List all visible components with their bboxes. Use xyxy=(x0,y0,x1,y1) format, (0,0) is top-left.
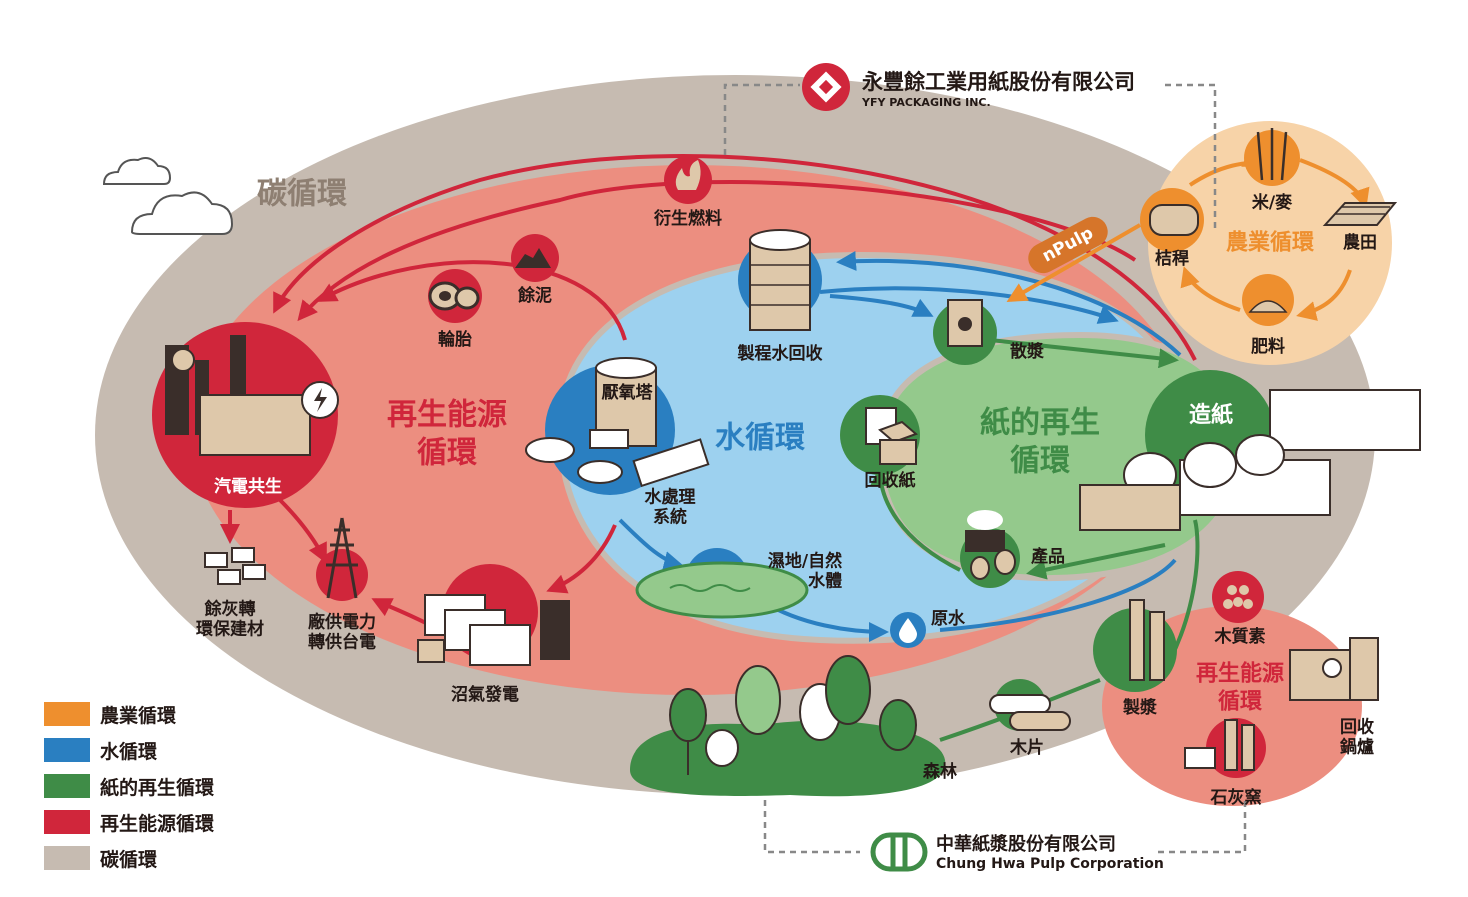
pulp-mill-label: 製漿 xyxy=(1123,698,1157,718)
legend-swatch xyxy=(44,846,90,870)
power-supply-label: 廠供電力 轉供台電 xyxy=(308,613,376,654)
legend-swatch xyxy=(44,702,90,726)
legend-swatch xyxy=(44,738,90,762)
paper-cycle-title-line1: 紙的再生 xyxy=(980,405,1100,443)
derived-fuel-label: 衍生燃料 xyxy=(654,209,722,229)
lignin-label: 木質素 xyxy=(1215,627,1266,647)
yfy-logo-icon xyxy=(802,63,850,111)
recycled-paper-label: 回收紙 xyxy=(865,471,916,491)
lignin-icon xyxy=(1212,571,1264,623)
recovery-boiler-line2: 鍋爐 xyxy=(1340,738,1374,758)
legend-label: 農業循環 xyxy=(100,701,176,728)
renewable-right-title-line2: 循環 xyxy=(1196,688,1284,716)
wetland-label-line1: 濕地/自然 xyxy=(768,552,842,572)
lime-kiln-label: 石灰窯 xyxy=(1211,788,1262,808)
process-water-label: 製程水回收 xyxy=(738,344,823,364)
papermaking-label: 造紙 xyxy=(1189,403,1233,429)
legend-label: 再生能源循環 xyxy=(100,809,214,836)
carbon-cycle-title: 碳循環 xyxy=(257,175,347,213)
fertilizer-label: 肥料 xyxy=(1251,337,1285,357)
legend-label: 紙的再生循環 xyxy=(100,773,214,800)
straw-label: 桔稈 xyxy=(1155,249,1189,269)
raw-water-label: 原水 xyxy=(931,609,965,629)
yfy-name-zh: 永豐餘工業用紙股份有限公司 xyxy=(862,66,1135,96)
chung-hwa-name-zh: 中華紙漿股份有限公司 xyxy=(936,830,1164,856)
wood-chips-label: 木片 xyxy=(1010,738,1044,758)
recycled-paper-icon xyxy=(840,395,920,475)
tire-label: 輪胎 xyxy=(438,330,472,350)
agriculture-cycle-title: 農業循環 xyxy=(1226,229,1314,257)
water-treatment-label: 水處理 系統 xyxy=(645,488,696,529)
legend-swatch xyxy=(44,774,90,798)
water-tank-icon xyxy=(738,230,822,330)
ash-label: 餘灰轉 環保建材 xyxy=(196,600,264,641)
product-label: 產品 xyxy=(1031,547,1065,567)
yfy-name-en: YFY PACKAGING INC. xyxy=(862,96,1135,109)
chung-hwa-brand: 中華紙漿股份有限公司 Chung Hwa Pulp Corporation xyxy=(936,830,1164,872)
recovery-boiler-line1: 回收 xyxy=(1340,718,1374,738)
sludge-icon xyxy=(511,234,559,282)
legend-item: 再生能源循環 xyxy=(44,804,214,840)
paper-cycle-title: 紙的再生 循環 xyxy=(980,405,1100,480)
water-treatment-line2: 系統 xyxy=(645,508,696,528)
legend-label: 水循環 xyxy=(100,737,157,764)
ash-label-line1: 餘灰轉 xyxy=(196,600,264,620)
legend-swatch xyxy=(44,810,90,834)
wetland-label: 濕地/自然 水體 xyxy=(768,552,842,593)
recovery-boiler-label: 回收 鍋爐 xyxy=(1340,718,1374,759)
tire-icon xyxy=(428,269,482,323)
paper-cycle-title-line2: 循環 xyxy=(980,442,1100,480)
pulping-label: 散漿 xyxy=(1010,342,1044,362)
ash-label-line2: 環保建材 xyxy=(196,620,264,640)
straw-bale-icon xyxy=(1140,188,1204,252)
water-drop-icon xyxy=(890,612,926,648)
farmland-label: 農田 xyxy=(1343,233,1377,253)
renewable-cycle-title: 再生能源 循環 xyxy=(387,397,507,472)
sludge-label: 餘泥 xyxy=(518,286,552,306)
chung-hwa-name-en: Chung Hwa Pulp Corporation xyxy=(936,856,1164,872)
legend-label: 碳循環 xyxy=(100,845,157,872)
forest-label: 森林 xyxy=(923,762,957,782)
legend-item: 紙的再生循環 xyxy=(44,768,214,804)
legend: 農業循環 水循環 紙的再生循環 再生能源循環 碳循環 xyxy=(44,696,214,876)
fertilizer-icon xyxy=(1242,274,1294,326)
legend-item: 水循環 xyxy=(44,732,214,768)
derived-fuel-icon xyxy=(664,156,712,204)
anaerobic-tower-label: 厭氧塔 xyxy=(602,383,653,403)
cogeneration-label: 汽電共生 xyxy=(214,477,282,497)
chung-hwa-logo-icon xyxy=(873,835,925,869)
renewable-right-cycle-title: 再生能源 循環 xyxy=(1196,661,1284,716)
yfy-brand: 永豐餘工業用紙股份有限公司 YFY PACKAGING INC. xyxy=(862,66,1135,109)
renewable-cycle-title-line1: 再生能源 xyxy=(387,397,507,435)
renewable-right-title-line1: 再生能源 xyxy=(1196,661,1284,689)
legend-item: 農業循環 xyxy=(44,696,214,732)
biogas-label: 沼氣發電 xyxy=(451,685,519,705)
cloud-icon xyxy=(104,158,232,234)
legend-item: 碳循環 xyxy=(44,840,214,876)
wetland-label-line2: 水體 xyxy=(768,572,842,592)
rice-wheat-label: 米/麥 xyxy=(1252,193,1292,213)
water-cycle-title: 水循環 xyxy=(715,419,805,457)
water-treatment-line1: 水處理 xyxy=(645,488,696,508)
power-label-line2: 轉供台電 xyxy=(308,633,376,653)
power-label-line1: 廠供電力 xyxy=(308,613,376,633)
renewable-cycle-title-line2: 循環 xyxy=(387,434,507,472)
